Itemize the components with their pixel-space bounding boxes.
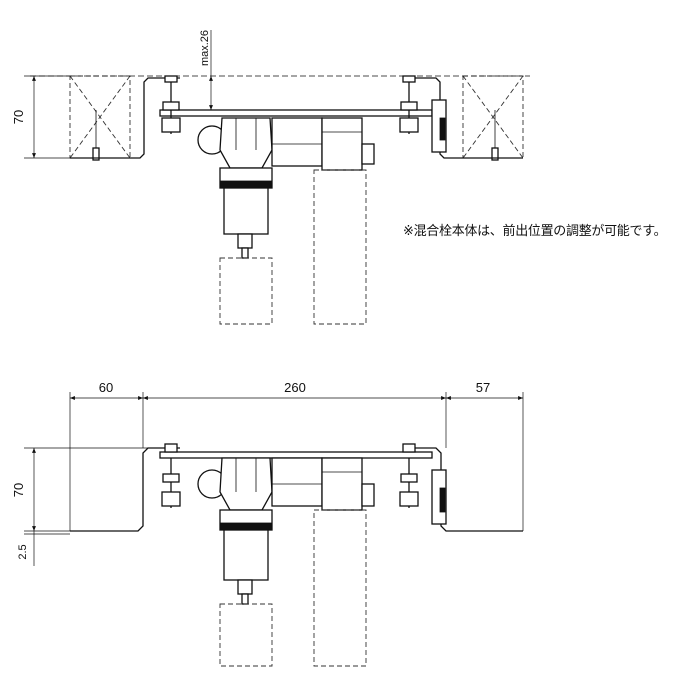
top-right-clamp bbox=[431, 99, 447, 153]
bottom-faucet-hot-side bbox=[197, 457, 273, 667]
bottom-dim-height-label: 70 bbox=[11, 483, 26, 497]
adjustment-note: ※混合栓本体は、前出位置の調整が可能です。 bbox=[403, 224, 667, 239]
top-left-wall-section bbox=[69, 75, 131, 161]
bottom-dim-center-label: 260 bbox=[284, 380, 306, 395]
bottom-faucet-cold-side bbox=[271, 457, 375, 667]
bottom-dim-height: 70 bbox=[11, 447, 148, 532]
top-right-bolt bbox=[399, 75, 419, 134]
top-mounting-plate bbox=[159, 109, 433, 117]
top-right-wall-section bbox=[462, 75, 524, 161]
bottom-mounting-plate bbox=[159, 451, 433, 459]
bottom-dim-thickness: 2.5 bbox=[17, 531, 70, 566]
top-faucet-cold-side bbox=[271, 117, 375, 325]
bottom-view: 60 260 57 70 2.5 bbox=[11, 380, 524, 667]
bottom-dim-left: 60 bbox=[70, 380, 143, 400]
top-left-bolt bbox=[161, 75, 181, 134]
top-faucet-hot-side bbox=[197, 117, 273, 325]
bottom-dim-right-label: 57 bbox=[476, 380, 490, 395]
top-dim-height: 70 bbox=[11, 75, 70, 159]
bottom-right-bolt bbox=[399, 443, 419, 508]
top-dim-max-adjust: max.26 bbox=[199, 30, 230, 111]
top-dim-height-label: 70 bbox=[11, 110, 26, 124]
bottom-dim-right: 57 bbox=[446, 380, 523, 400]
top-dim-max-label: max.26 bbox=[199, 30, 211, 66]
bottom-left-bolt bbox=[161, 443, 181, 508]
bottom-dim-left-label: 60 bbox=[99, 380, 113, 395]
bottom-right-clamp bbox=[431, 469, 447, 525]
bottom-dim-center: 260 bbox=[143, 380, 446, 400]
bottom-dim-thickness-label: 2.5 bbox=[17, 544, 29, 559]
top-view: 70 max.26 bbox=[11, 30, 530, 325]
